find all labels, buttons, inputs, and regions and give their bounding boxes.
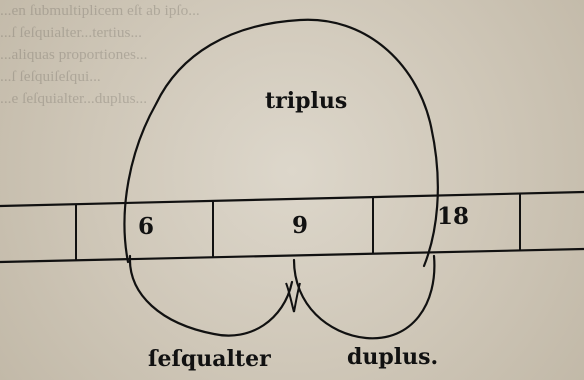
number-9: 9 (292, 212, 309, 239)
rule-bottom (0, 247, 584, 264)
sesqualter-label: ſeſqualter (148, 346, 271, 372)
arc-join (285, 282, 301, 313)
top-arc (123, 18, 439, 268)
left-arc (128, 254, 294, 337)
number-18: 18 (437, 203, 470, 230)
rule-top (0, 190, 584, 208)
duplus-label: duplus. (347, 344, 439, 370)
number-6: 6 (138, 213, 155, 240)
triplus-label: triplus (265, 88, 348, 114)
right-arc (292, 254, 436, 340)
